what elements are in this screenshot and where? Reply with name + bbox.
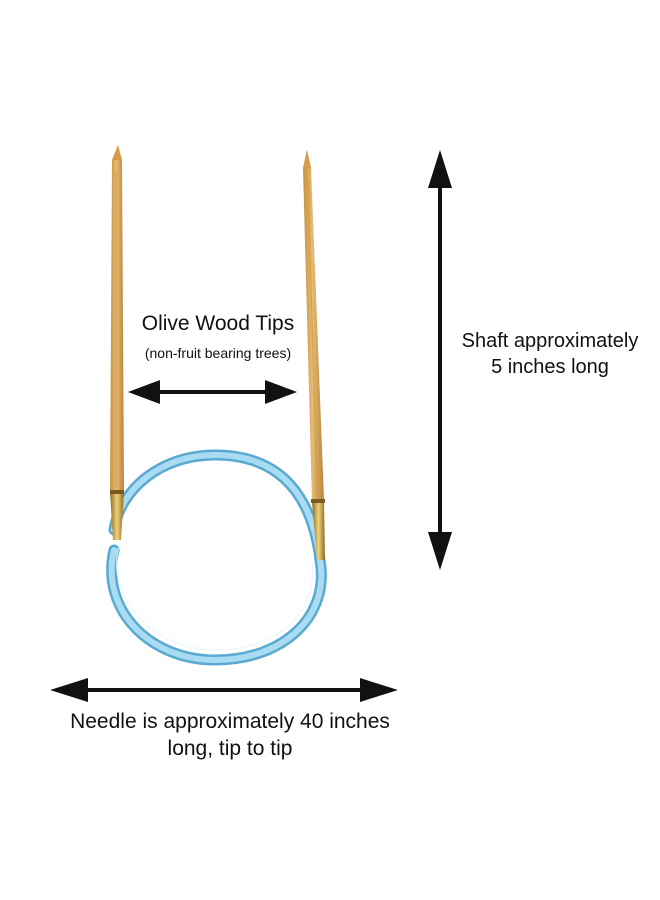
- right-needle: [303, 150, 325, 560]
- shaft-label-line2: 5 inches long: [491, 356, 609, 378]
- tips-title: Olive Wood Tips: [141, 312, 295, 335]
- tips-subtitle: (non-fruit bearing trees): [144, 345, 292, 361]
- needle-length-arrow: [50, 678, 398, 702]
- length-label-line1: Needle is approximately 40 inches: [70, 710, 390, 733]
- cable-loop: [106, 449, 327, 666]
- tips-width-arrow: [128, 380, 297, 404]
- length-label-line2: long, tip to tip: [167, 737, 293, 760]
- shaft-length-arrow: [428, 150, 452, 570]
- shaft-label-line1: Shaft approximately: [461, 330, 639, 352]
- left-needle: [110, 145, 124, 540]
